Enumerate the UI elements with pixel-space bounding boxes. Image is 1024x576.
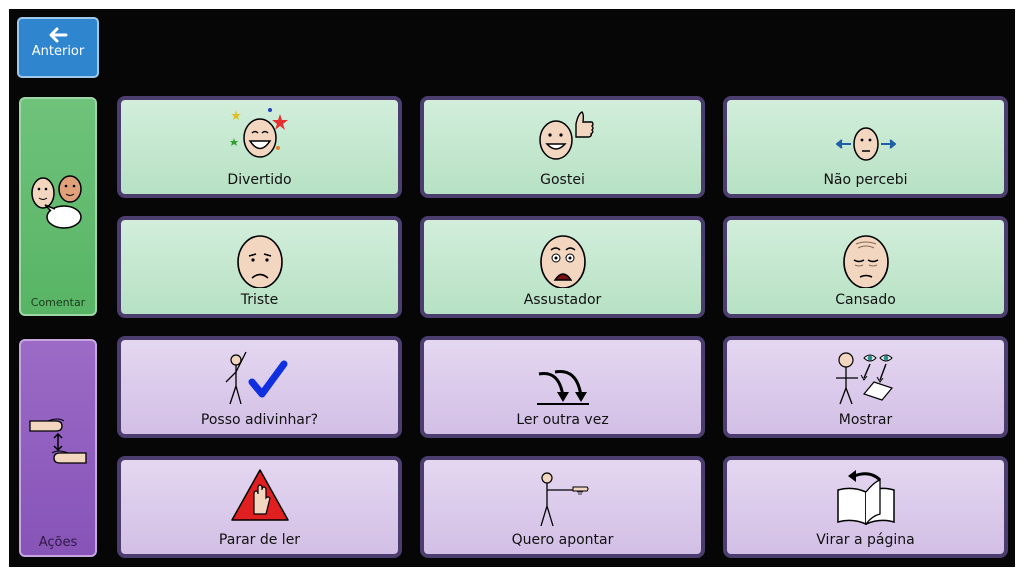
arrow-left-icon [49,27,68,43]
phrase-label: Quero apontar [511,532,614,548]
phrase-quero-apontar[interactable]: Quero apontar [420,456,705,558]
laughing-face-icon [229,108,288,158]
phrase-parar-de-ler[interactable]: Parar de ler [117,456,402,558]
scared-face-icon [539,235,586,288]
sad-face-icon [236,235,283,288]
turn-page-icon [836,470,895,526]
phrase-label: Triste [240,292,279,308]
hand-exchange-icon [29,418,87,464]
phrase-label: Mostrar [838,412,893,428]
guess-checkmark-icon [225,351,287,405]
phrase-ler-outra-vez[interactable]: Ler outra vez [420,336,705,438]
phrase-triste[interactable]: Triste [117,216,402,318]
stop-hand-icon [230,469,289,521]
thumbs-up-face-icon [538,111,594,160]
phrase-label: Ler outra vez [516,412,609,428]
pointing-person-icon [539,472,588,527]
back-button[interactable]: Anterior [17,17,99,78]
category-acoes[interactable]: Ações [19,339,97,557]
phrase-label: Gostei [540,172,585,188]
show-person-icon [835,352,893,405]
phrase-label: Virar a página [816,532,915,548]
category-label: Ações [38,535,78,550]
phrase-assustador[interactable]: Assustador [420,216,705,318]
phrase-virar-a-pagina[interactable]: Virar a página [723,456,1008,558]
phrase-label: Assustador [523,292,602,308]
back-label: Anterior [31,44,85,59]
phrase-posso-adivinhar[interactable]: Posso adivinhar? [117,336,402,438]
phrase-label: Cansado [835,292,896,308]
category-label: Comentar [30,296,86,309]
phrase-nao-percebi[interactable]: Não percebi [723,96,1008,198]
phrase-mostrar[interactable]: Mostrar [723,336,1008,438]
phrase-cansado[interactable]: Cansado [723,216,1008,318]
phrase-divertido[interactable]: Divertido [117,96,402,198]
phrase-gostei[interactable]: Gostei [420,96,705,198]
category-comentar[interactable]: Comentar [19,97,97,316]
phrase-label: Parar de ler [218,532,301,548]
phrase-label: Não percebi [823,172,908,188]
two-faces-speech-icon [31,175,82,229]
phrase-label: Divertido [227,172,292,188]
tired-face-icon [842,235,889,288]
confused-face-icon [835,127,896,161]
phrase-label: Posso adivinhar? [200,412,319,428]
repeat-arrows-icon [536,370,589,405]
